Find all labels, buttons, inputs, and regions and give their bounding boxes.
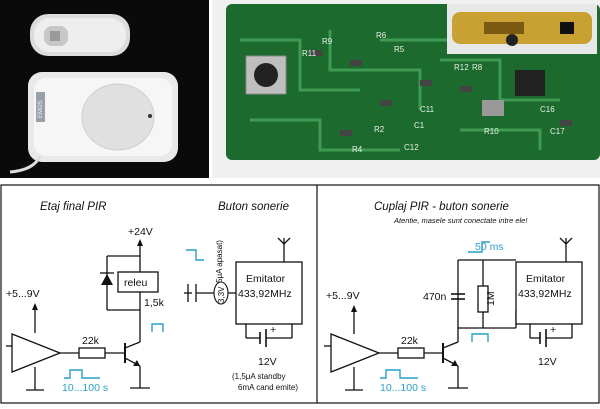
coin-cell-label: 3,3V xyxy=(217,286,226,303)
npn-transistor xyxy=(124,341,150,389)
battery-label-right: 12V xyxy=(538,356,557,368)
npn-transistor-right xyxy=(442,341,468,389)
collector-pulse-icon-right xyxy=(471,333,489,342)
battery-label: 12V xyxy=(258,356,277,368)
comparator-symbol xyxy=(11,333,62,373)
capacitor-label: 470n xyxy=(423,291,447,303)
comparator-symbol-right xyxy=(330,333,381,373)
supply-24v-label: +24V xyxy=(128,226,153,238)
relay-label: releu xyxy=(124,277,148,289)
current-note-1: (1,5μA standby xyxy=(232,372,286,381)
standby-current-label: (25μA apasat) xyxy=(215,240,224,290)
current-note-2: 6mA cand emite) xyxy=(238,383,298,392)
svg-text:+: + xyxy=(550,324,556,336)
ground-warning: Atentie, masele sunt conectate intre ele… xyxy=(393,216,528,225)
doorbell-button-device: EMOS xyxy=(9,72,178,174)
svg-text:C11: C11 xyxy=(420,105,435,114)
svg-text:C1: C1 xyxy=(414,121,425,130)
svg-text:R5: R5 xyxy=(394,45,405,54)
antenna-icon xyxy=(277,237,291,262)
svg-text:C16: C16 xyxy=(540,105,555,114)
push-button-symbol xyxy=(184,284,214,302)
base-resistor-right xyxy=(397,347,425,359)
svg-text:C12: C12 xyxy=(404,143,419,152)
base-resistor-label-right: 22k xyxy=(401,335,419,347)
emitter-freq-label-right: 433,92MHz xyxy=(518,288,572,300)
input-pulse-icon-right xyxy=(380,369,418,379)
base-resistor xyxy=(78,347,106,359)
emitter-label: Emitator xyxy=(246,273,286,285)
button-pulse-icon xyxy=(186,249,204,261)
svg-text:R10: R10 xyxy=(484,127,499,136)
svg-text:R8: R8 xyxy=(472,63,483,72)
flyback-diode-symbol xyxy=(100,272,114,285)
svg-text:R9: R9 xyxy=(322,37,333,46)
svg-text:R4: R4 xyxy=(352,145,363,154)
coupling-capacitor xyxy=(451,293,465,300)
pulse-time-label-right: 10...100 s xyxy=(380,382,426,394)
pcb-silkscreen-labels: R11 R9 R6 R5 R12 R8 R10 R2 C1 C12 R4 C17… xyxy=(302,31,565,154)
supply-in-label-right: +5...9V xyxy=(326,290,360,302)
supply-24v-arrow xyxy=(137,239,143,256)
right-title: Cuplaj PIR - buton sonerie xyxy=(374,201,509,213)
photo-strip: EMOS R11 R9 xyxy=(0,0,600,178)
svg-text:R12: R12 xyxy=(454,63,469,72)
device-logo: EMOS xyxy=(38,100,44,118)
svg-text:+: + xyxy=(270,324,276,336)
svg-text:R11: R11 xyxy=(302,49,317,58)
right-schematic: Cuplaj PIR - buton sonerie Atentie, mase… xyxy=(324,201,583,394)
collector-pulse-icon xyxy=(151,323,164,332)
emitter-label-right: Emitator xyxy=(526,273,566,285)
pcb-inset-photo xyxy=(447,4,597,54)
svg-text:R2: R2 xyxy=(374,125,385,134)
svg-text:R6: R6 xyxy=(376,31,387,40)
left-schematic: Etaj final PIR Buton sonerie +24V releu … xyxy=(6,201,303,394)
emitter-freq-label: 433,92MHz xyxy=(238,288,292,300)
pcb-components xyxy=(245,50,572,136)
short-pulse-label: 50 ms xyxy=(475,241,504,253)
supply-in-arrow-right xyxy=(351,305,357,334)
pir-sensor-device xyxy=(30,14,130,56)
pulse-time-label: 10...100 s xyxy=(62,382,108,394)
emitter-box xyxy=(235,261,303,325)
svg-text:C17: C17 xyxy=(550,127,565,136)
button-title: Buton sonerie xyxy=(218,201,289,213)
relay-box xyxy=(117,271,159,293)
base-resistor-label: 22k xyxy=(82,335,100,347)
supply-in-arrow xyxy=(32,303,38,333)
input-pulse-icon xyxy=(64,369,100,379)
left-title: Etaj final PIR xyxy=(40,201,106,213)
bleed-resistor-label: 1M xyxy=(485,291,497,306)
load-resistor-label: 1,5k xyxy=(144,297,165,309)
short-pulse-icon xyxy=(468,241,490,253)
antenna-icon-right xyxy=(559,237,573,262)
supply-in-label: +5...9V xyxy=(6,288,40,300)
emitter-box-right xyxy=(515,261,583,325)
